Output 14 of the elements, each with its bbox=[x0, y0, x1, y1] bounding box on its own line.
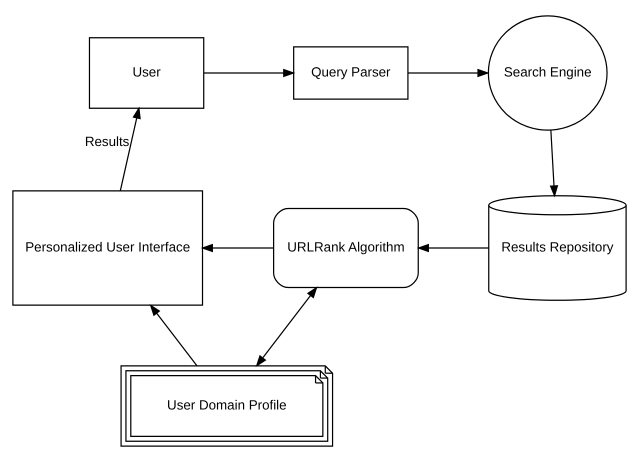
node-box: URLRank Algorithm bbox=[273, 207, 419, 288]
node-box: User bbox=[88, 36, 204, 108]
arrow bbox=[200, 243, 274, 252]
arrow bbox=[408, 68, 490, 77]
node-box: Personalized User Interface bbox=[12, 190, 204, 306]
arrow bbox=[120, 106, 141, 190]
arrow bbox=[550, 130, 558, 198]
node-circle: Search Engine bbox=[488, 14, 608, 130]
edge-label: Results bbox=[84, 133, 130, 148]
arrow bbox=[256, 286, 318, 367]
arrow bbox=[204, 68, 296, 77]
arrow bbox=[416, 243, 489, 252]
node-box: Query Parser bbox=[293, 46, 409, 100]
arrow bbox=[150, 303, 198, 366]
